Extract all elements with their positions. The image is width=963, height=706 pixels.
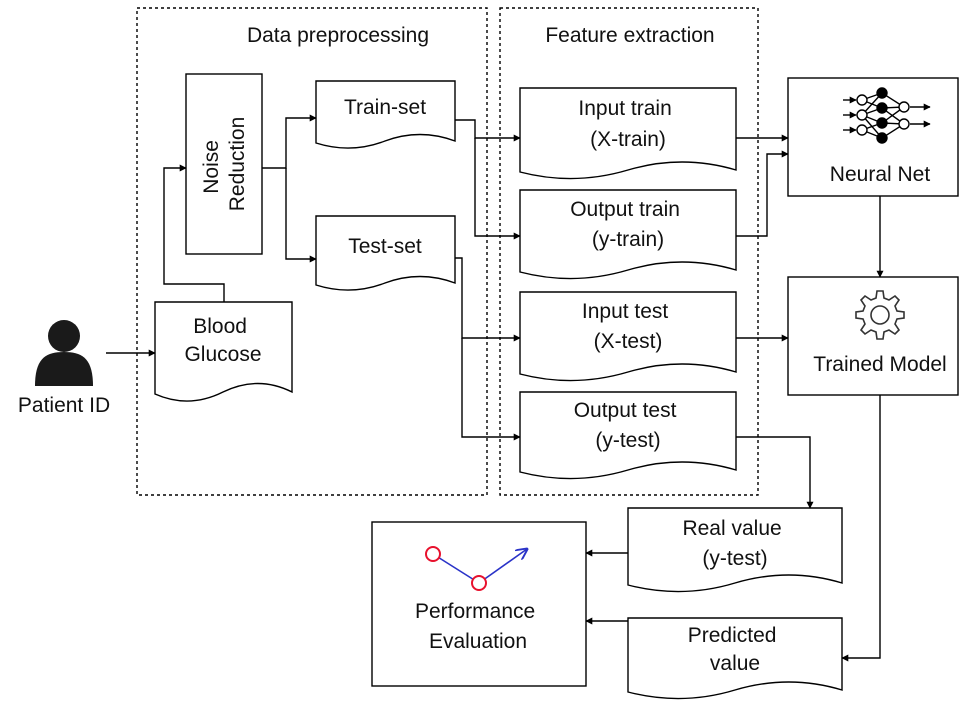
blood-glucose-label: Blood Glucose [184,315,261,366]
trained-model-label: Trained Model [813,353,946,376]
patient-id-label: Patient ID [18,394,110,417]
performance-evaluation-label: Performance Evaluation [415,600,541,653]
test-to-input-test-arrow [455,257,521,342]
real-value-label: Real value (y-test) [682,517,787,570]
output-test-label: Output test (y-test) [574,399,683,452]
blood-glucose-label-line2: Glucose [184,343,261,366]
real-value-block [627,507,843,593]
noise-reduction-label: Noise Reduction [200,117,249,212]
noise-to-test-arrow [285,168,317,263]
output-test-to-real-arrow [736,436,814,509]
output-test-block [519,391,737,480]
input-test-label-line1: Input test [582,300,669,323]
noise-reduction-label-line2: Reduction [226,117,249,212]
preprocessing-section [136,7,488,496]
trained-model-block [787,276,959,396]
output-train-to-net-arrow [736,150,789,237]
noise-reduction-label-line1: Noise [200,140,223,194]
test-set-block [315,215,456,291]
input-test-label-line2: (X-test) [594,330,663,353]
model-to-predicted-arrow [841,395,881,662]
predicted-value-label: Predicted value [688,624,783,675]
blood-glucose-label-line1: Blood [193,315,247,338]
test-set-label: Test-set [348,235,422,258]
output-train-label: Output train (y-train) [570,198,686,251]
output-test-label-line2: (y-test) [595,429,660,452]
predicted-value-label-line1: Predicted [688,624,777,647]
neural-net-block [787,77,959,197]
extraction-section-title: Feature extraction [545,24,714,47]
input-train-block [519,87,737,180]
train-to-input-train-arrow [455,119,521,142]
train-to-output-train-arrow [474,138,521,240]
noise-reduction-block [185,73,263,255]
input-train-label: Input train (X-train) [578,97,677,151]
connectors [106,114,884,662]
blood-glucose-block [154,301,293,402]
evaluation-graph-icon [425,546,527,591]
test-to-output-test-arrow [461,338,521,441]
real-value-label-line2: (y-test) [702,547,767,570]
neural-network-icon [843,87,931,144]
output-train-label-line2: (y-train) [592,228,664,251]
noise-to-train-arrow [262,114,317,169]
person-icon [35,320,93,386]
performance-evaluation-label-line2: Evaluation [429,630,527,653]
predicted-value-block [627,617,843,700]
performance-evaluation-label-line1: Performance [415,600,535,623]
output-train-block [519,189,737,280]
neural-net-label: Neural Net [830,163,931,186]
input-train-label-line2: (X-train) [590,128,666,151]
input-train-label-line1: Input train [578,97,671,120]
output-train-label-line1: Output train [570,198,680,221]
performance-evaluation-block [371,521,587,687]
predicted-value-label-line2: value [710,652,760,675]
input-test-label: Input test (X-test) [582,300,674,353]
input-test-block [519,291,737,382]
train-set-block [315,80,456,149]
extraction-section [499,7,759,496]
gear-icon [855,290,905,340]
glucose-to-noise-arrow [163,164,225,302]
train-set-label: Train-set [344,96,426,119]
real-value-label-line1: Real value [682,517,781,540]
preprocessing-section-title: Data preprocessing [247,24,429,47]
output-test-label-line1: Output test [574,399,677,422]
